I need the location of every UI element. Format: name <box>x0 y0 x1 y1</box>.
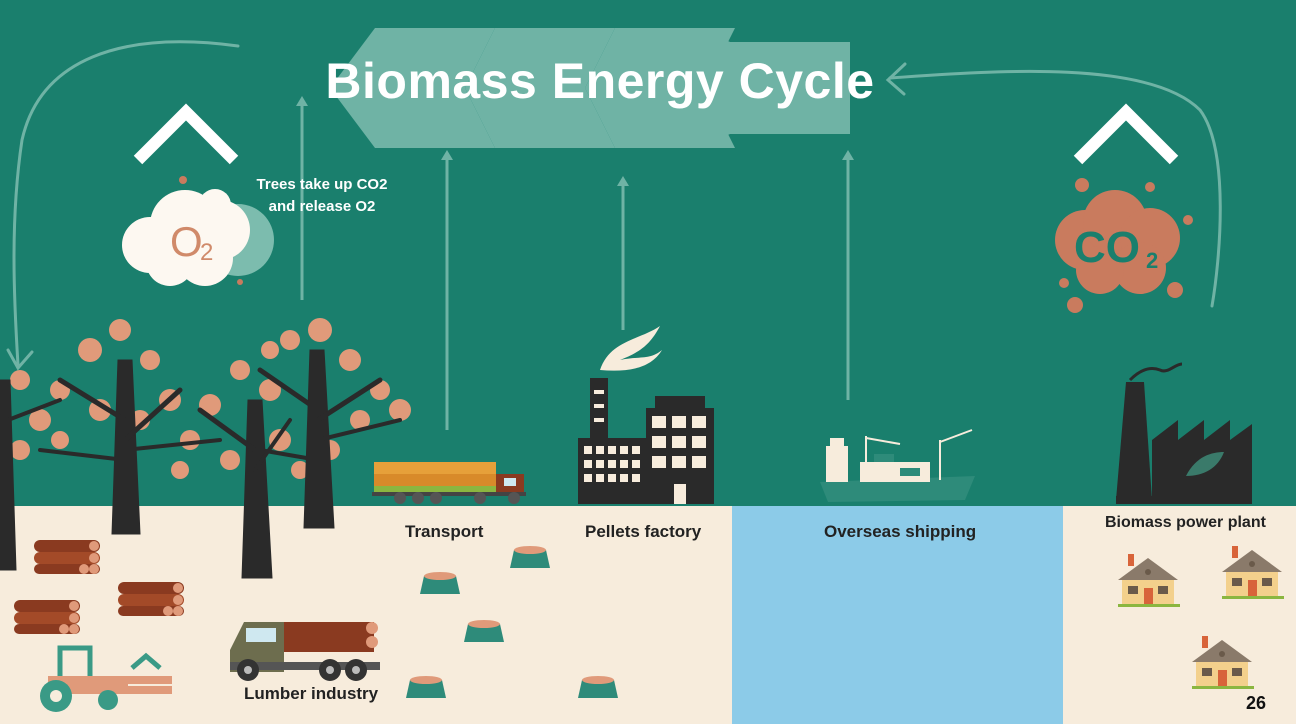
o2-cloud-text: O <box>170 218 203 265</box>
svg-text:CO: CO <box>1074 223 1140 272</box>
trees-caption-line: and release O2 <box>268 198 376 215</box>
log-piles <box>14 540 184 634</box>
log-pile-icon <box>34 540 100 574</box>
log-pile-icon <box>14 600 80 634</box>
log-pile-icon <box>118 582 184 616</box>
chevron-up-icon-left <box>133 103 239 165</box>
label-pellets-factory: Pellets factory <box>585 522 702 541</box>
tree-stump-icon <box>420 572 460 594</box>
upward-arrows <box>296 96 854 430</box>
house-icon <box>1118 554 1180 607</box>
tree-icon <box>10 318 411 479</box>
log-truck-icon <box>372 462 526 504</box>
label-biomass-power-plant: Biomass power plant <box>1105 514 1266 531</box>
tree-stump-icon <box>510 546 550 568</box>
page-number: 26 <box>1245 693 1266 713</box>
tree-stumps <box>406 546 618 698</box>
house-icon <box>1192 636 1254 689</box>
trees-caption: Trees take up CO2 and release O2 <box>232 174 412 218</box>
o2-cloud-icon: O 2 <box>122 176 274 286</box>
power-plant-icon <box>1116 362 1252 504</box>
svg-text:2: 2 <box>200 239 213 266</box>
svg-text:2: 2 <box>1146 248 1158 273</box>
water <box>732 506 1063 724</box>
label-transport: Transport <box>405 522 484 541</box>
trees-caption-line: Trees take up CO2 <box>256 176 388 193</box>
houses <box>1118 546 1284 689</box>
cargo-ship-icon <box>820 429 975 502</box>
tree-stump-icon <box>578 676 618 698</box>
page-title: Biomass Energy Cycle <box>325 53 875 109</box>
tractor-icon <box>40 645 172 712</box>
label-overseas-shipping: Overseas shipping <box>824 522 977 541</box>
lumber-truck-icon <box>230 622 380 681</box>
cycle-curves <box>6 40 1222 371</box>
trees <box>0 318 411 579</box>
factory-icon <box>578 326 714 504</box>
tree-stump-icon <box>464 620 504 642</box>
ground <box>0 506 1296 724</box>
tree-stump-icon <box>406 676 446 698</box>
label-lumber-industry: Lumber industry <box>244 684 379 703</box>
house-icon <box>1222 546 1284 599</box>
chevron-up-icon-right <box>1073 103 1179 165</box>
co2-cloud-icon: CO 2 <box>1055 178 1193 313</box>
cycle-arrow-band <box>330 28 850 148</box>
